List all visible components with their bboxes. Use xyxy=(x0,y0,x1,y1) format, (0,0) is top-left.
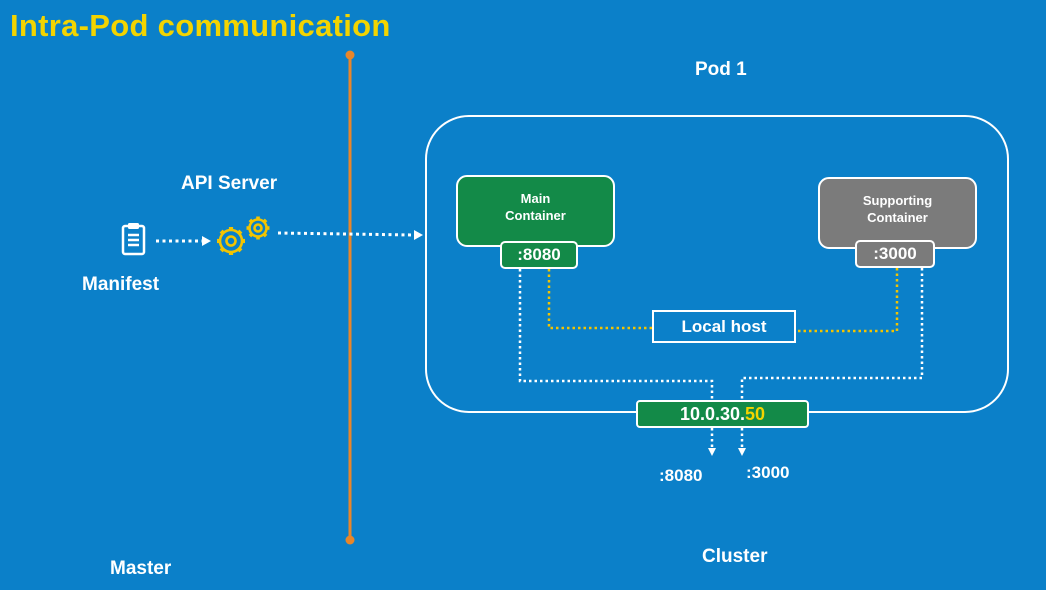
pod-ip-suffix: 50 xyxy=(745,404,766,424)
manifest-label: Manifest xyxy=(82,274,160,295)
page-title: Intra-Pod communication xyxy=(10,8,391,43)
manifest-to-api-arrow xyxy=(156,236,211,246)
api-to-pod-arrow xyxy=(277,230,423,240)
supporting-container-line2: Container xyxy=(867,210,928,225)
api-server-label: API Server xyxy=(181,173,278,194)
supporting-container: Supporting Container xyxy=(818,177,977,249)
supporting-container-line1: Supporting xyxy=(862,193,933,208)
localhost-link-main xyxy=(547,269,652,330)
main-to-ip-path xyxy=(518,269,714,400)
main-container: Main Container xyxy=(456,175,615,247)
supporting-container-port: :3000 xyxy=(855,240,935,268)
main-container-line2: Container xyxy=(505,208,566,223)
support-to-ip-path xyxy=(740,268,924,400)
clipboard-icon xyxy=(121,223,146,256)
master-label: Master xyxy=(110,558,172,579)
ip-out-arrow-8080 xyxy=(708,428,716,456)
localhost-link-support xyxy=(796,268,899,333)
localhost-box: Local host xyxy=(652,310,796,343)
main-container-line1: Main xyxy=(520,191,551,206)
pod-label: Pod 1 xyxy=(695,59,747,80)
pod-ip-address: 10.0.30.50 xyxy=(636,400,809,428)
master-cluster-divider xyxy=(345,50,355,545)
cluster-label: Cluster xyxy=(702,546,768,567)
exposed-port-3000: :3000 xyxy=(746,463,790,482)
gears-icon xyxy=(217,216,270,255)
pod-ip-prefix: 10.0.30. xyxy=(679,404,746,424)
main-container-port: :8080 xyxy=(500,241,578,269)
exposed-port-8080: :8080 xyxy=(659,466,703,485)
ip-out-arrow-3000 xyxy=(738,428,746,456)
